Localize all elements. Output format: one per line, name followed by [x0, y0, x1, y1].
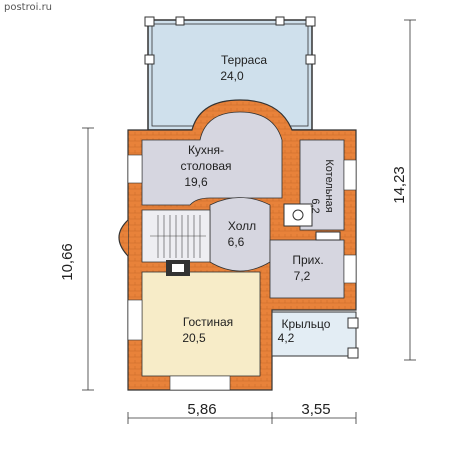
dimension-lines [82, 19, 416, 424]
right-height-dimension: 14,23 [391, 166, 408, 204]
boiler-name: Котельная [323, 159, 335, 212]
terrace-name: Терраса [221, 53, 267, 67]
bottom-right-width-dimension: 3,55 [301, 401, 330, 418]
porch-area-value: 4,2 [278, 331, 295, 345]
entry-name: Прих. [292, 253, 323, 267]
porch-area [271, 311, 359, 359]
fireplace [166, 260, 190, 276]
kitchen-area-value: 19,6 [184, 175, 208, 189]
staircase [150, 215, 206, 258]
living-name: Гостиная [183, 315, 233, 329]
house-walls [118, 99, 357, 391]
boiler-area-value: 6,2 [309, 198, 321, 213]
porch-name: Крыльцо [282, 317, 331, 331]
left-height-dimension: 10,66 [59, 243, 76, 281]
kitchen-name-line2: столовая [181, 159, 232, 173]
entry-area-value: 7,2 [294, 269, 311, 283]
bottom-left-width-dimension: 5,86 [187, 401, 216, 418]
windows [127, 154, 357, 391]
living-area-value: 20,5 [182, 331, 206, 345]
kitchen-name-line1: Кухня- [188, 143, 224, 157]
site-watermark: postroi.ru [4, 2, 53, 13]
hall-area-value: 6,6 [228, 235, 245, 249]
hall-name: Холл [228, 219, 256, 233]
boiler-equipment [283, 203, 341, 241]
terrace-area-value: 24,0 [220, 69, 244, 83]
